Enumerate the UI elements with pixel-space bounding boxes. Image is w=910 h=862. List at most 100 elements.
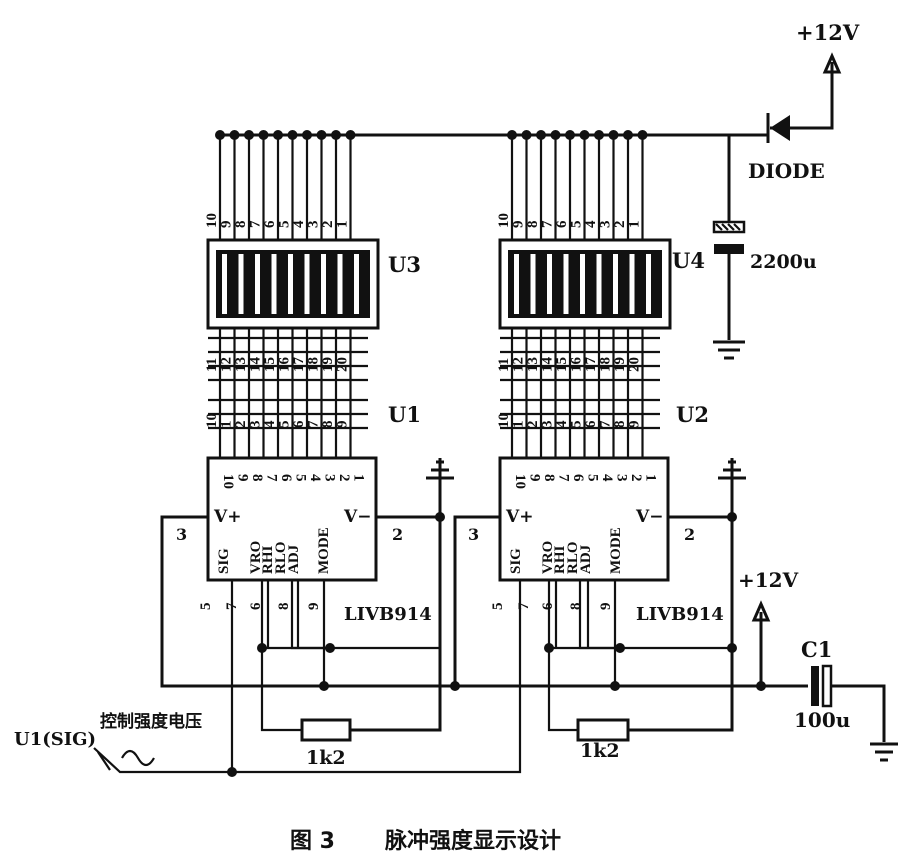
connector-pin-label: 8 (320, 421, 336, 429)
bargraph-pin-label: 13 (233, 357, 249, 372)
right-vplus-wire (453, 515, 500, 686)
bargraph-pin-label: 10 (204, 213, 220, 228)
bargraph-pin-label: 8 (233, 221, 249, 229)
bargraph-pin-label: 6 (554, 220, 570, 228)
bargraph-pin-label: 8 (525, 221, 541, 229)
capacitor-c1-value: 100u (794, 708, 850, 732)
led-segment-gap (563, 254, 569, 314)
chip-pin-label: 1 (643, 474, 659, 482)
driver-chip (206, 456, 378, 582)
chip-pin-label: 9 (235, 474, 251, 482)
chip-bottom-pin-label: 9 (598, 603, 614, 611)
led-segment-gap (255, 254, 260, 314)
chip-pin-label: 4 (307, 474, 323, 482)
chip-pin-label: 1 (351, 474, 367, 482)
bargraph-pin-label: 14 (248, 357, 264, 373)
chip-bottom-pin-label: 5 (198, 603, 214, 611)
chip-inner-pin: VRO (540, 541, 556, 574)
ground-symbol-c1 (870, 742, 898, 762)
chip-inner-pin: ADJ (578, 544, 594, 574)
chip-pin-label: 5 (585, 474, 601, 482)
chip-part-number: LIVB914 (344, 604, 432, 625)
capacitor-c1-name: C1 (801, 637, 832, 662)
connector-pin-label: 3 (248, 421, 264, 429)
chip-pin-label: 5 (293, 474, 309, 482)
connector-pin-label: 10 (496, 413, 512, 428)
led-segment-gap (629, 254, 635, 314)
supply-12v-right: +12V (738, 568, 799, 686)
bargraph-pin-label: 19 (320, 357, 336, 372)
bargraph-pin-label: 19 (612, 357, 628, 372)
bargraph-pin-label: 4 (291, 220, 307, 228)
bargraph-pin-label: 20 (627, 357, 643, 372)
led-segment-gap (547, 254, 552, 314)
connector-pin-label: 9 (627, 421, 643, 429)
bargraph-pin-label: 7 (248, 220, 264, 228)
connector-pin-label: 5 (277, 421, 293, 429)
figure-caption: 图 3 脉冲强度显示设计 (290, 828, 561, 854)
connector-pin-label: 6 (291, 420, 307, 428)
bargraph-pin-label: 2 (612, 221, 628, 229)
connector-pin-label: 10 (204, 413, 220, 428)
chip-pin-label: 7 (556, 474, 572, 482)
led-segment-gap (321, 254, 326, 314)
led-segment-gap (288, 254, 293, 314)
chip-bottom-pin-label: 7 (516, 602, 532, 610)
bargraph-pin-label: 15 (262, 357, 278, 372)
led-segment-gap (222, 254, 227, 314)
input-signal: U1(SIG) 控制强度电压 (14, 711, 232, 774)
bargraph-pin-label: 20 (335, 357, 351, 372)
chip-pin-label: 3 (614, 474, 630, 482)
bargraph-name: U4 (672, 248, 705, 273)
bargraph-pin-label: 9 (511, 221, 527, 229)
chip-pin-label: 10 (220, 474, 236, 489)
bargraph-pin-label: 10 (496, 213, 512, 228)
bargraph-pin-label: 14 (540, 357, 556, 373)
connector-pin-label: 8 (612, 421, 628, 429)
led-segment-gap (271, 254, 277, 314)
led-segment-gap (304, 254, 310, 314)
bargraph-pin-label: 11 (496, 358, 512, 372)
bargraph-pin-label: 16 (569, 357, 585, 373)
chip-pin-vplus-num: 3 (176, 525, 187, 544)
chip-bottom-pin-label: 6 (248, 602, 264, 610)
chip-inner-pin: VRO (248, 541, 264, 574)
chip-bottom-pin-label: 8 (276, 603, 292, 611)
chip-inner-pin: RLO (565, 541, 581, 574)
capacitor-2200u-value: 2200u (750, 251, 817, 273)
connector-pin-label: 9 (335, 421, 351, 429)
supply-12v-top: +12V (790, 20, 860, 130)
bargraph-pin-label: 15 (554, 357, 570, 372)
resistor-right-1k2: 1k2 (576, 718, 630, 762)
led-segment-gap (596, 254, 602, 314)
led-segment-gap (646, 254, 651, 314)
bargraph-pin-label: 5 (569, 221, 585, 229)
chip-inner-pin: RLO (273, 541, 289, 574)
bargraph-pin-label: 2 (320, 221, 336, 229)
driver-name: U1 (388, 402, 421, 427)
bottom-junctions (227, 512, 766, 777)
chip-vminus: V− (635, 507, 663, 527)
chip-vplus: V+ (213, 507, 241, 527)
supply-right-label: +12V (738, 568, 799, 592)
bargraph-pin-label: 7 (540, 220, 556, 228)
chip-inner-pin: RHI (552, 546, 568, 575)
chip-bottom-pin-label: 8 (568, 603, 584, 611)
bargraph-pin-label: 11 (204, 358, 220, 372)
chip-inner-pin: MODE (608, 527, 624, 574)
right-display-channel: 10987654321U4111213141516171819201012345… (468, 130, 724, 625)
caption-title: 脉冲强度显示设计 (384, 828, 561, 854)
bargraph-pin-label: 3 (306, 221, 322, 229)
input-label: U1(SIG) (14, 729, 96, 750)
supply-label: +12V (796, 20, 860, 45)
bargraph-pin-label: 16 (277, 357, 293, 373)
capacitor-c1: C1 100u (794, 637, 886, 742)
connector-pin-label: 1 (219, 421, 235, 429)
resistor-right-value: 1k2 (580, 740, 620, 762)
diode-label: DIODE (748, 159, 825, 183)
chip-bottom-pin-label: 9 (306, 603, 322, 611)
chip-pin-label: 2 (628, 474, 644, 482)
chip-inner-pin: SIG (508, 548, 524, 574)
chip-inner-pin: ADJ (286, 544, 302, 574)
bargraph-pin-label: 18 (306, 357, 322, 372)
